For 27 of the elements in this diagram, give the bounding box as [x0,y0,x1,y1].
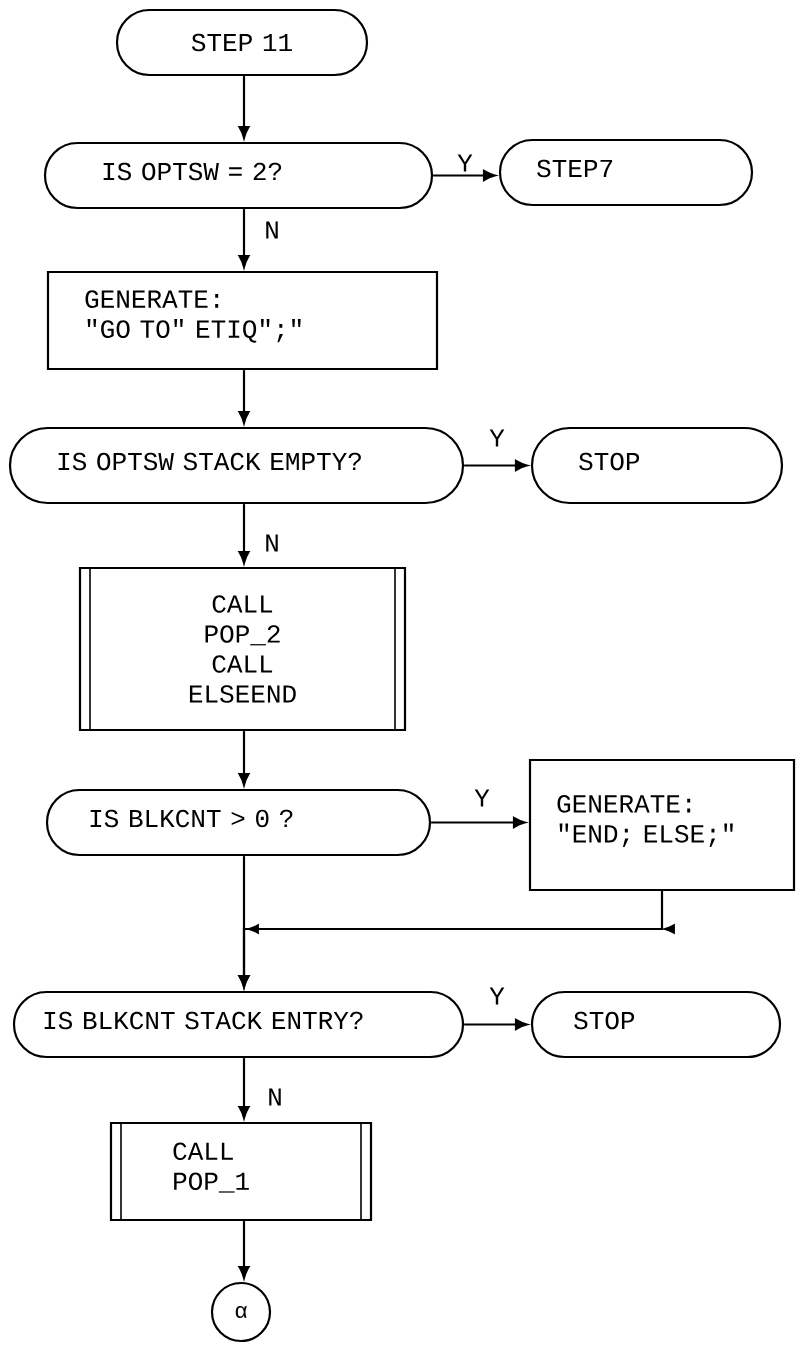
terminal-box: STOP [530,990,782,1059]
edge-label: Y [489,987,505,1005]
arrow [238,1221,250,1279]
edge-label: Y [474,789,490,807]
terminal-box: IS BLKCNT STACK ENTRY? [12,990,465,1059]
arrow [238,370,250,424]
edge-label: Y [489,429,505,447]
arrow [238,731,250,786]
edge-label: N [266,221,278,239]
terminal-box: IS OPTSW = 2? [43,141,434,210]
terminal-box: IS BLKCNT > 0 ? [45,788,432,857]
process-box: GENERATE: "END; ELSE;" [528,758,796,892]
subroutine-box: CALL POP_2 CALL ELSEEND [78,566,407,732]
arrow [238,76,250,139]
terminal-box: STOP [530,426,784,505]
subroutine-box: CALL POP_1 [109,1121,373,1222]
arrow [238,856,250,988]
arrow [238,209,250,268]
terminal-box: STEP 11 [115,8,369,77]
arrow [238,1058,250,1119]
terminal-box: IS OPTSW STACK EMPTY? [8,426,465,505]
arrow [238,504,250,564]
process-box: GENERATE: "GO TO" ETIQ";" [46,270,439,371]
edge-label: N [269,1088,281,1106]
terminal-box: STEP7 [498,138,754,207]
edge-label: Y [457,154,473,172]
edge-label: N [266,534,278,552]
